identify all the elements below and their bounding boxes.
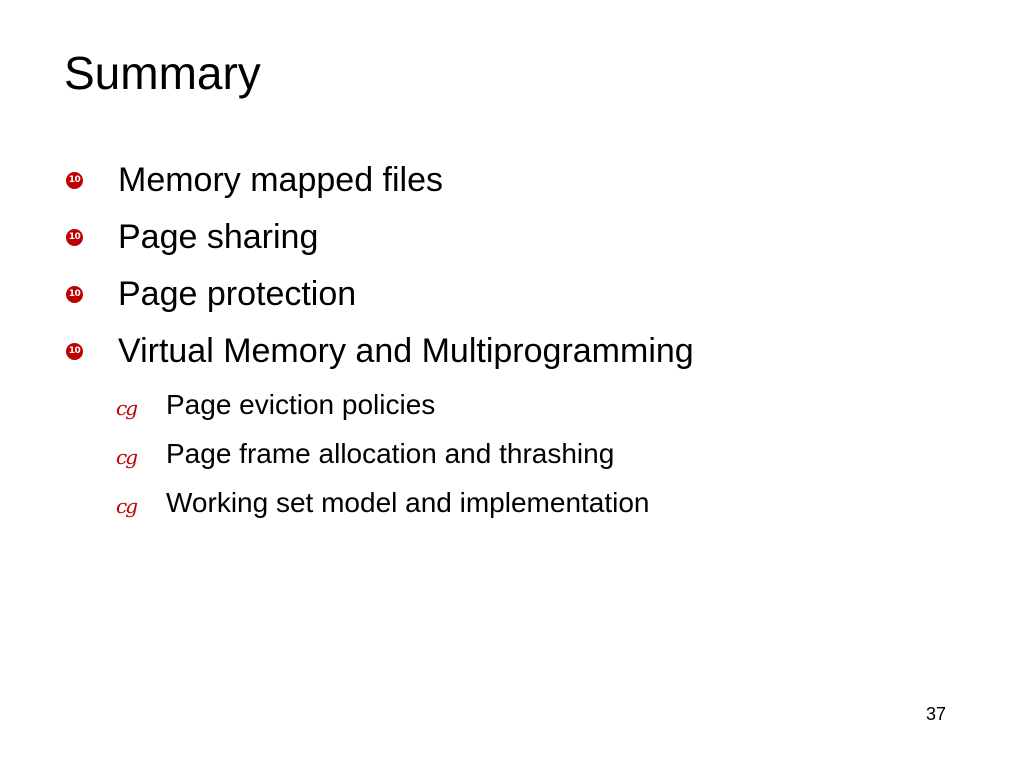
script-glyph-icon: cg — [116, 445, 138, 469]
subbullet-list: cg Page eviction policies cg Page frame … — [64, 388, 650, 535]
bullet-item-virtual-memory: 10 Virtual Memory and Multiprogramming — [64, 331, 694, 371]
bullet-text: Page sharing — [118, 218, 319, 256]
subbullet-item-working-set: cg Working set model and implementation — [64, 486, 650, 519]
subbullet-text: Working set model and implementation — [166, 487, 650, 518]
numbered-circle-icon: 10 — [66, 172, 83, 189]
subbullet-text: Page frame allocation and thrashing — [166, 438, 615, 469]
subbullet-text: Page eviction policies — [166, 389, 436, 420]
numbered-circle-icon: 10 — [66, 229, 83, 246]
numbered-circle-icon: 10 — [66, 343, 83, 360]
subbullet-item-eviction: cg Page eviction policies — [64, 388, 650, 421]
subbullet-item-frame-allocation: cg Page frame allocation and thrashing — [64, 437, 650, 470]
slide-title: Summary — [64, 47, 261, 99]
bullet-item-page-protection: 10 Page protection — [64, 274, 694, 314]
bullet-item-memory-mapped-files: 10 Memory mapped files — [64, 160, 694, 200]
script-glyph-icon: cg — [116, 494, 138, 518]
bullet-list: 10 Memory mapped files 10 Page sharing 1… — [64, 160, 694, 379]
script-glyph-icon: cg — [116, 396, 138, 420]
page-number: 37 — [925, 704, 946, 724]
bullet-text: Page protection — [118, 275, 357, 313]
bullet-text: Memory mapped files — [118, 161, 444, 199]
bullet-text: Virtual Memory and Multiprogramming — [118, 332, 694, 370]
numbered-circle-icon: 10 — [66, 286, 83, 303]
bullet-item-page-sharing: 10 Page sharing — [64, 217, 694, 257]
